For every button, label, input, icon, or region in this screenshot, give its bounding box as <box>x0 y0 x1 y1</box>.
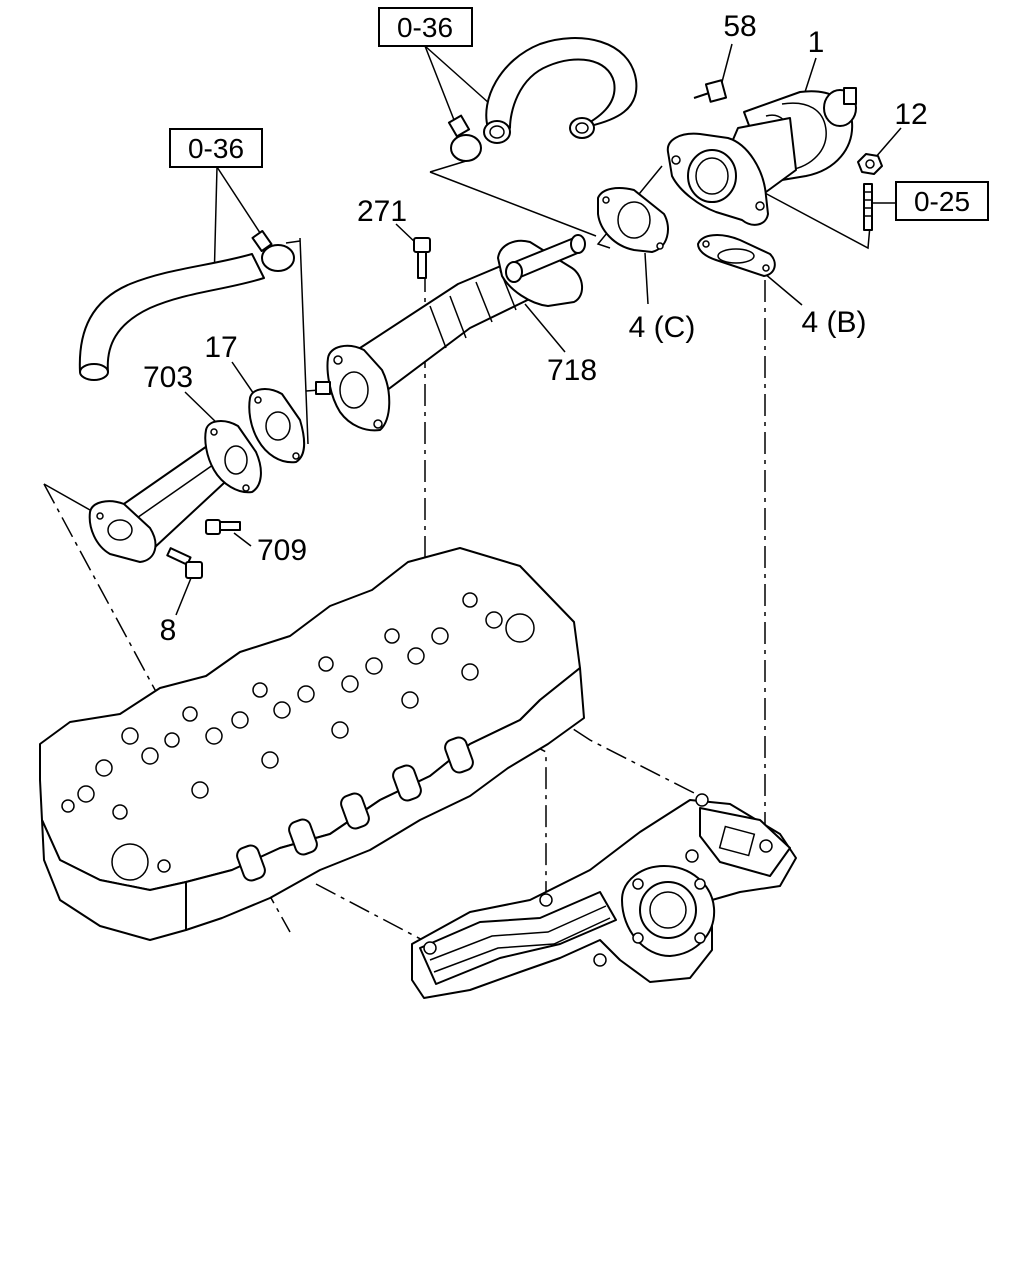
gasket-4b[interactable] <box>697 234 776 277</box>
ref-box-025[interactable]: 0-25 <box>895 181 989 221</box>
label-4b: 4 (B) <box>801 306 866 339</box>
ref-box-036-top[interactable]: 0-36 <box>378 7 473 47</box>
label-8: 8 <box>160 614 177 647</box>
bolt-271[interactable] <box>413 237 431 279</box>
ref-025-text: 0-25 <box>914 186 970 217</box>
label-271: 271 <box>357 195 407 228</box>
gasket-4c[interactable] <box>597 187 669 253</box>
ref-036-left-text: 0-36 <box>188 133 244 164</box>
gasket-17[interactable] <box>248 388 306 464</box>
hose-left <box>78 230 295 381</box>
hose-upper <box>447 37 638 162</box>
label-1: 1 <box>808 26 825 59</box>
ref-036-top-text: 0-36 <box>397 12 453 43</box>
cylinder-head <box>39 547 585 941</box>
egr-valve[interactable] <box>666 87 857 226</box>
bolt-8[interactable] <box>166 547 203 579</box>
egr-pipe[interactable] <box>88 420 262 563</box>
label-703: 703 <box>143 361 193 394</box>
bolt-58[interactable] <box>693 79 728 103</box>
label-58: 58 <box>723 10 756 43</box>
intake-ports <box>236 736 474 882</box>
label-4c: 4 (C) <box>629 311 696 344</box>
label-718: 718 <box>547 354 597 387</box>
ref-box-036-left[interactable]: 0-36 <box>169 128 263 168</box>
label-12: 12 <box>894 98 927 131</box>
nut-12[interactable] <box>857 153 883 175</box>
label-709: 709 <box>257 534 307 567</box>
valve-holes <box>77 592 535 820</box>
bolt-709[interactable] <box>205 519 241 535</box>
stud-025[interactable] <box>863 183 873 231</box>
egr-cooler[interactable] <box>315 234 586 432</box>
label-17: 17 <box>204 331 237 364</box>
intake-manifold <box>411 793 797 999</box>
